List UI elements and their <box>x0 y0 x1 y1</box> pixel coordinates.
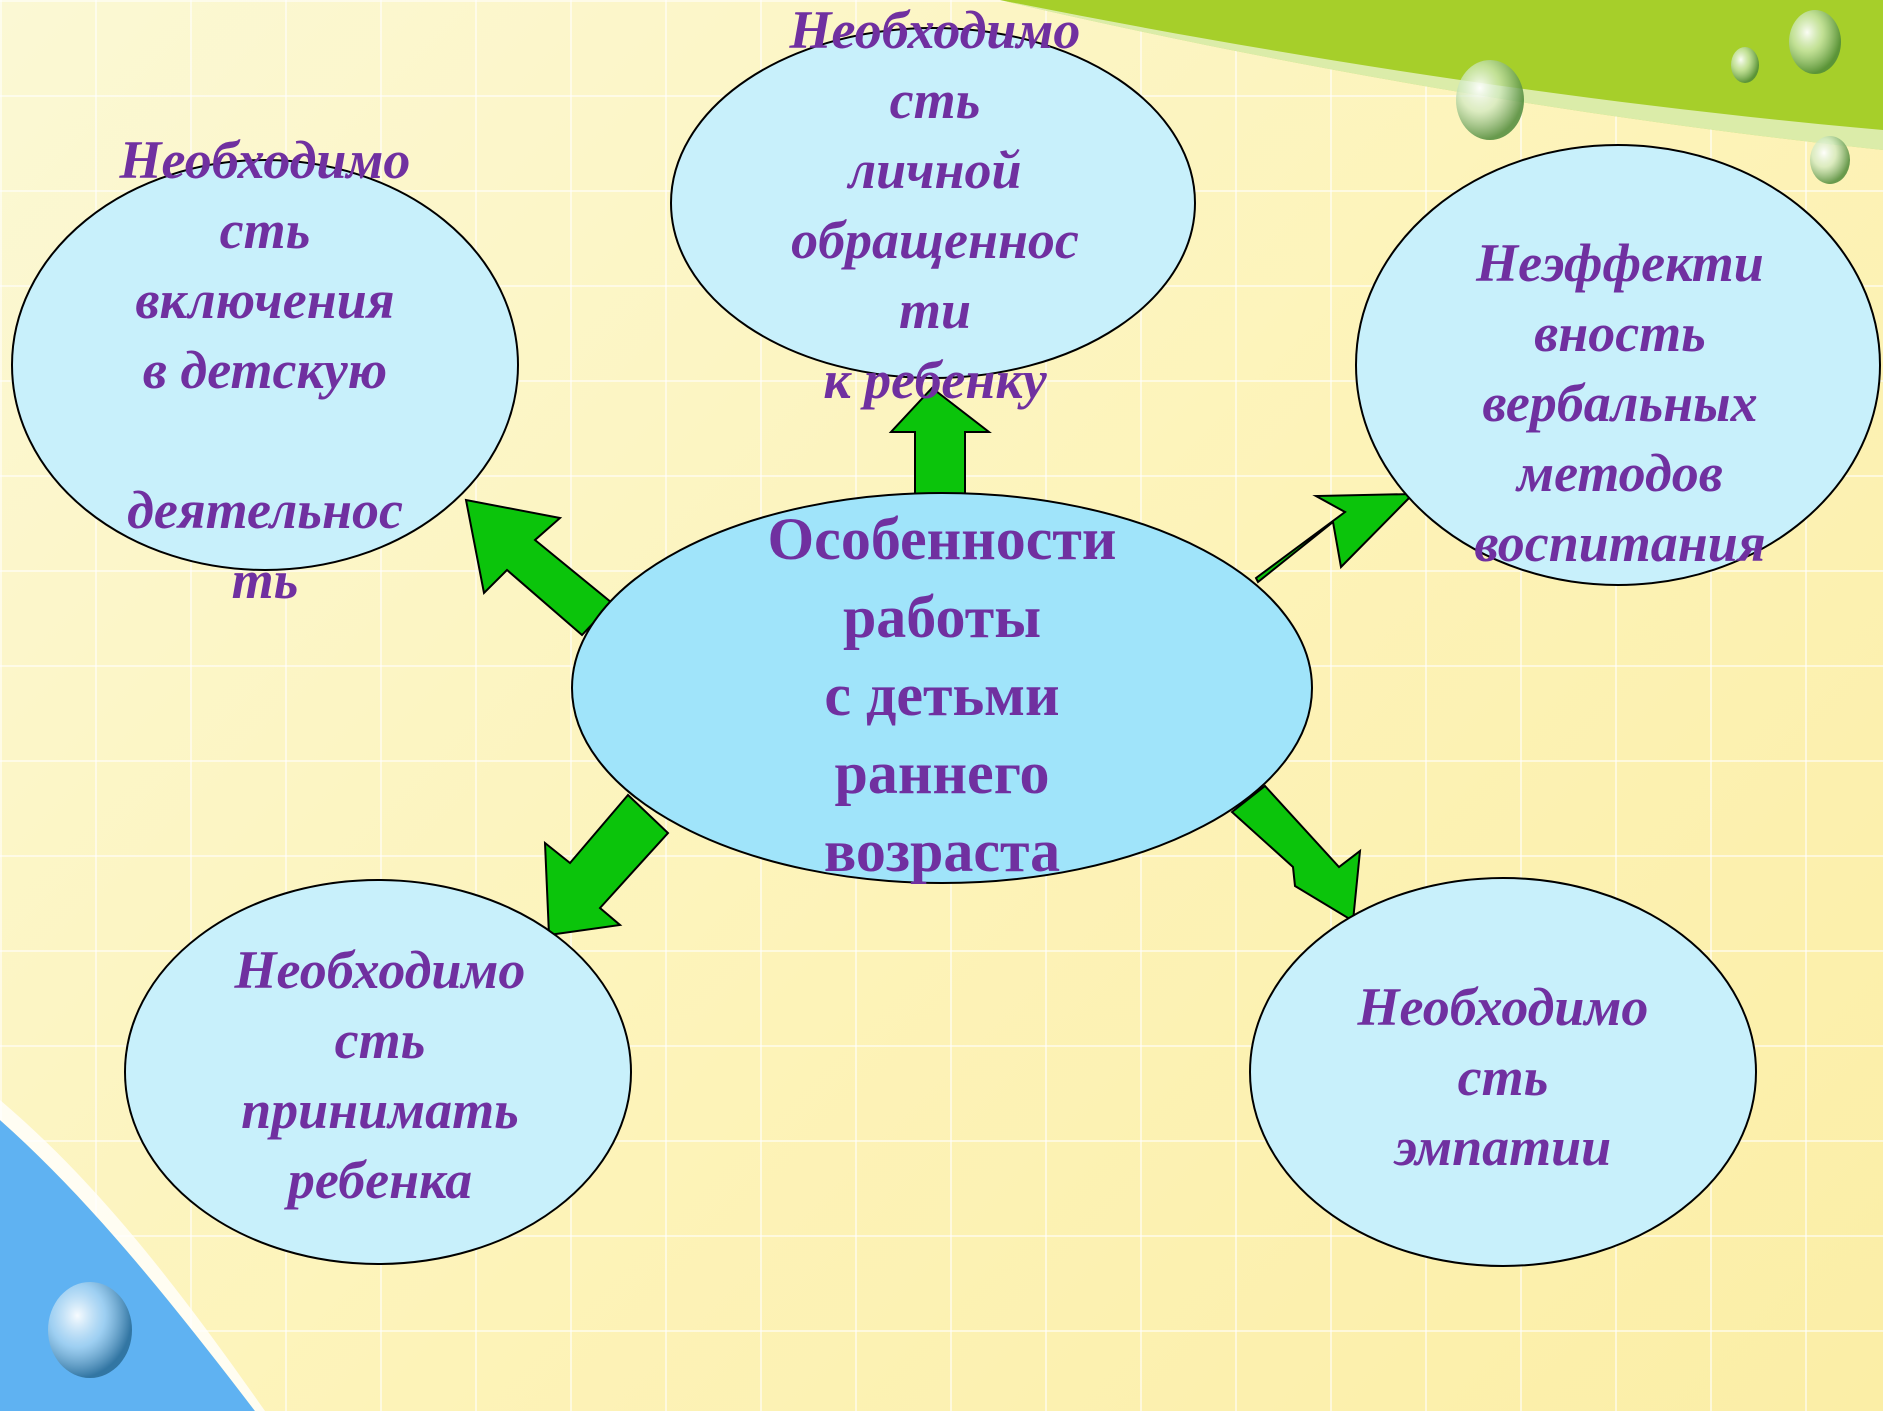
node-ellipse-bottom-left <box>124 879 632 1265</box>
node-ellipse-top-left <box>11 159 519 571</box>
center-label: Особенности работы с детьми раннего возр… <box>767 506 1117 884</box>
node-label-right: Неэффекти вность вербальных методов восп… <box>1474 233 1766 573</box>
top-swoosh-highlight <box>1000 0 1883 150</box>
node-label-bottom-left: Необходимо сть принимать ребенка <box>234 940 526 1210</box>
water-drop <box>48 1282 132 1378</box>
arrow-up-left <box>464 498 614 637</box>
arrow-up-right <box>1254 492 1416 584</box>
node-label-top: Необходимо сть личной обращеннос ти к ре… <box>789 0 1081 410</box>
bottom-swoosh-highlight <box>0 1100 265 1411</box>
node-label-top-left: Необходимо сть включения в детскую деяте… <box>119 130 411 610</box>
center-ellipse <box>571 492 1313 884</box>
water-drop <box>1731 47 1759 83</box>
water-drop <box>1810 136 1850 184</box>
arrow-up <box>888 386 992 496</box>
node-ellipse-bottom-right <box>1249 877 1757 1267</box>
water-drop <box>1789 10 1841 74</box>
node-ellipse-right <box>1355 144 1881 586</box>
node-label-bottom-right: Необходимо сть эмпатии <box>1357 977 1649 1177</box>
arrow-down-left <box>543 793 670 937</box>
node-ellipse-top <box>670 27 1196 379</box>
arrow-down-right <box>1230 784 1362 923</box>
water-drop <box>1456 60 1524 140</box>
